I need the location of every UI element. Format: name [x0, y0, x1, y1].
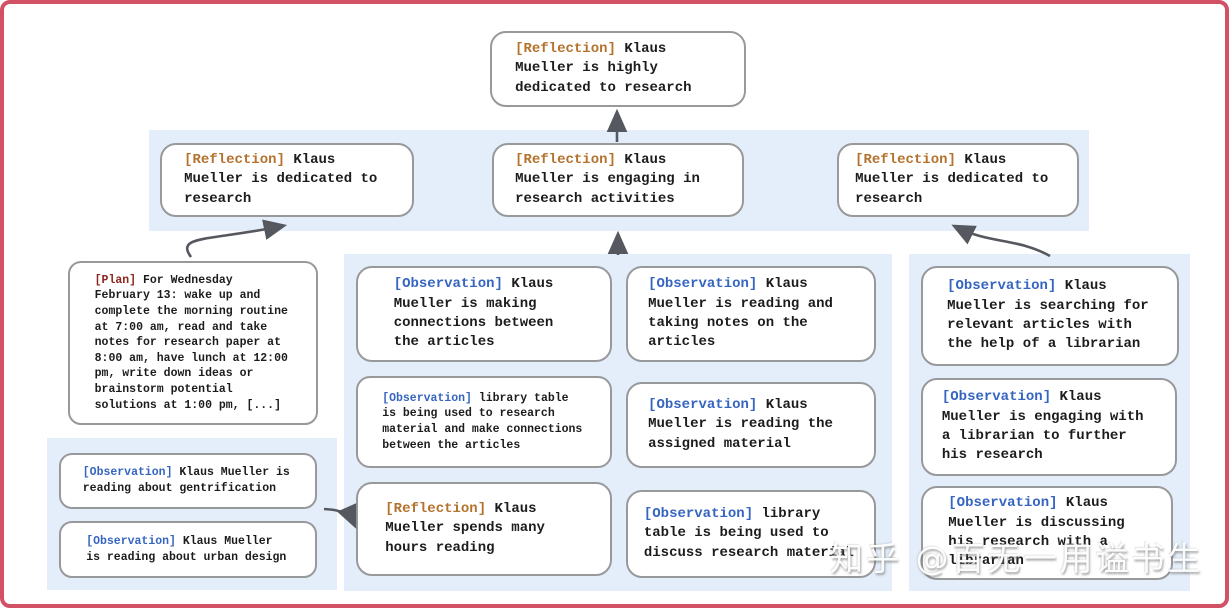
reflection-tag: [Reflection] [515, 41, 616, 58]
node-text: [Observation] Klaus Mueller is reading a… [86, 534, 290, 565]
observation-node-library-discuss: [Observation] library table is being use… [626, 490, 876, 578]
node-body-text: Klaus Mueller is dedicated to research [184, 152, 378, 207]
observation-tag: [Observation] [648, 276, 758, 293]
observation-tag: [Observation] [382, 391, 472, 405]
observation-node-urban-design: [Observation] Klaus Mueller is reading a… [59, 521, 317, 578]
node-body-text: Klaus Mueller spends many hours reading [385, 501, 545, 556]
node-body-text: Klaus Mueller is reading and taking note… [648, 276, 833, 351]
plan-node: [Plan] For Wednesday February 13: wake u… [68, 261, 318, 425]
reflection-node-top: [Reflection] Klaus Mueller is highly ded… [490, 31, 746, 107]
observation-node-engaging-librarian: [Observation] Klaus Mueller is engaging … [921, 378, 1177, 476]
node-text: [Reflection] Klaus Mueller is engaging i… [515, 151, 721, 209]
observation-tag: [Observation] [947, 278, 1057, 295]
node-text: [Observation] library table is being use… [644, 505, 858, 563]
node-body-text: Klaus Mueller is reading about gentrific… [82, 466, 290, 495]
observation-tag: [Observation] [948, 495, 1058, 512]
node-body-text: Klaus Mueller is dedicated to research [855, 152, 1049, 207]
arrow-right-panel-to-right-reflection [951, 224, 1051, 258]
observation-node-taking-notes: [Observation] Klaus Mueller is reading a… [626, 266, 876, 362]
node-text: [Plan] For Wednesday February 13: wake u… [95, 273, 292, 414]
reflection-tag: [Reflection] [855, 152, 956, 169]
node-body-text: Klaus Mueller is reading the assigned ma… [648, 397, 833, 452]
node-body-text: Klaus Mueller is discussing his research… [948, 495, 1125, 570]
plan-tag: [Plan] [94, 273, 137, 287]
node-body-text: Klaus Mueller is engaging with a librari… [941, 389, 1144, 464]
observation-tag: [Observation] [82, 466, 173, 480]
node-body-text: Klaus Mueller is engaging in research ac… [515, 152, 700, 207]
node-text: [Reflection] Klaus Mueller is highly ded… [515, 40, 721, 98]
node-text: [Observation] Klaus Mueller is engaging … [942, 388, 1156, 465]
node-body-text: For Wednesday February 13: wake up and c… [94, 273, 288, 412]
node-text: [Observation] Klaus Mueller is reading t… [648, 396, 854, 454]
reflection-tag: [Reflection] [515, 152, 616, 169]
node-text: [Observation] Klaus Mueller is searching… [947, 277, 1153, 354]
node-body-text: Klaus Mueller is reading about urban des… [86, 534, 287, 564]
node-body-text: Klaus Mueller is highly dedicated to res… [515, 41, 692, 96]
node-text: [Observation] Klaus Mueller is discussin… [948, 494, 1145, 571]
node-text: [Observation] library table is being use… [382, 391, 586, 454]
observation-tag: [Observation] [643, 506, 754, 523]
observation-tag: [Observation] [86, 534, 176, 548]
observation-tag: [Observation] [393, 276, 503, 293]
node-body-text: Klaus Mueller is searching for relevant … [947, 278, 1149, 353]
reflection-node-center: [Reflection] Klaus Mueller is engaging i… [492, 143, 744, 217]
node-text: [Observation] Klaus Mueller is making co… [394, 275, 575, 352]
observation-node-gentrification: [Observation] Klaus Mueller is reading a… [59, 453, 317, 509]
reflection-node-hours-reading: [Reflection] Klaus Mueller spends many h… [356, 482, 612, 576]
reflection-tag: [Reflection] [385, 501, 487, 518]
node-text: [Reflection] Klaus Mueller is dedicated … [855, 151, 1061, 209]
node-body-text: library table is being used to discuss r… [643, 506, 854, 561]
observation-node-making-connections: [Observation] Klaus Mueller is making co… [356, 266, 612, 362]
node-body-text: Klaus Mueller is making connections betw… [393, 276, 554, 351]
node-text: [Reflection] Klaus Mueller is dedicated … [184, 151, 390, 209]
observation-node-discussing-research: [Observation] Klaus Mueller is discussin… [921, 486, 1173, 580]
node-text: [Observation] Klaus Mueller is reading a… [648, 275, 854, 352]
observation-node-assigned-material: [Observation] Klaus Mueller is reading t… [626, 382, 876, 468]
observation-tag: [Observation] [941, 389, 1052, 406]
node-text: [Reflection] Klaus Mueller spends many h… [385, 500, 582, 558]
reflection-tag: [Reflection] [184, 152, 285, 169]
watermark: 知乎 @百无一用谥书生 [830, 539, 1204, 578]
observation-node-library-research: [Observation] library table is being use… [356, 376, 612, 468]
observation-node-searching-articles: [Observation] Klaus Mueller is searching… [921, 266, 1179, 366]
reflection-node-right: [Reflection] Klaus Mueller is dedicated … [837, 143, 1079, 217]
reflection-node-left: [Reflection] Klaus Mueller is dedicated … [160, 143, 414, 217]
node-body-text: library table is being used to research … [382, 391, 583, 452]
observation-tag: [Observation] [648, 397, 758, 414]
node-text: [Observation] Klaus Mueller is reading a… [83, 465, 293, 496]
